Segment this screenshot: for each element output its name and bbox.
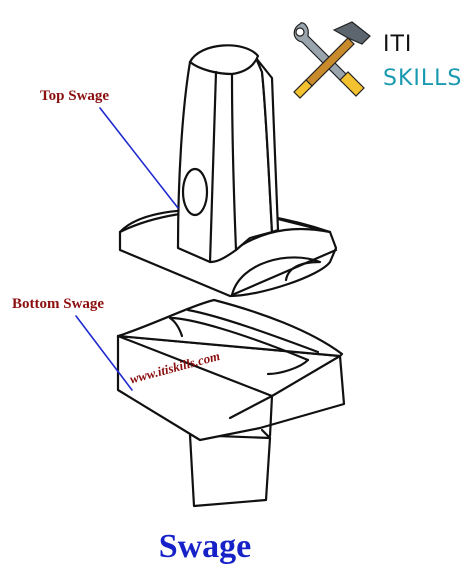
top-swage-hole (181, 167, 209, 217)
top-swage-drawing (118, 44, 338, 298)
crossed-wrench-hammer-icon (293, 21, 371, 99)
diagram-caption: Swage (158, 528, 252, 565)
bottom-swage-block-top (116, 298, 344, 358)
top-swage-head (188, 44, 260, 76)
logo-text-iti: ITI (383, 32, 413, 57)
bottom-swage-groove (168, 316, 310, 362)
bottom-swage-drawing (116, 298, 346, 508)
bottom-swage-label: Bottom Swage (12, 296, 105, 312)
bottom-swage-stem (188, 433, 272, 508)
top-swage-label: Top Swage (40, 88, 110, 104)
top-swage-leader (99, 107, 179, 209)
top-swage-shank-left (176, 47, 274, 264)
bottom-swage-leader (75, 315, 133, 391)
logo-text-skills: SKILLS (383, 66, 463, 91)
top-swage-shank-right (254, 56, 280, 234)
